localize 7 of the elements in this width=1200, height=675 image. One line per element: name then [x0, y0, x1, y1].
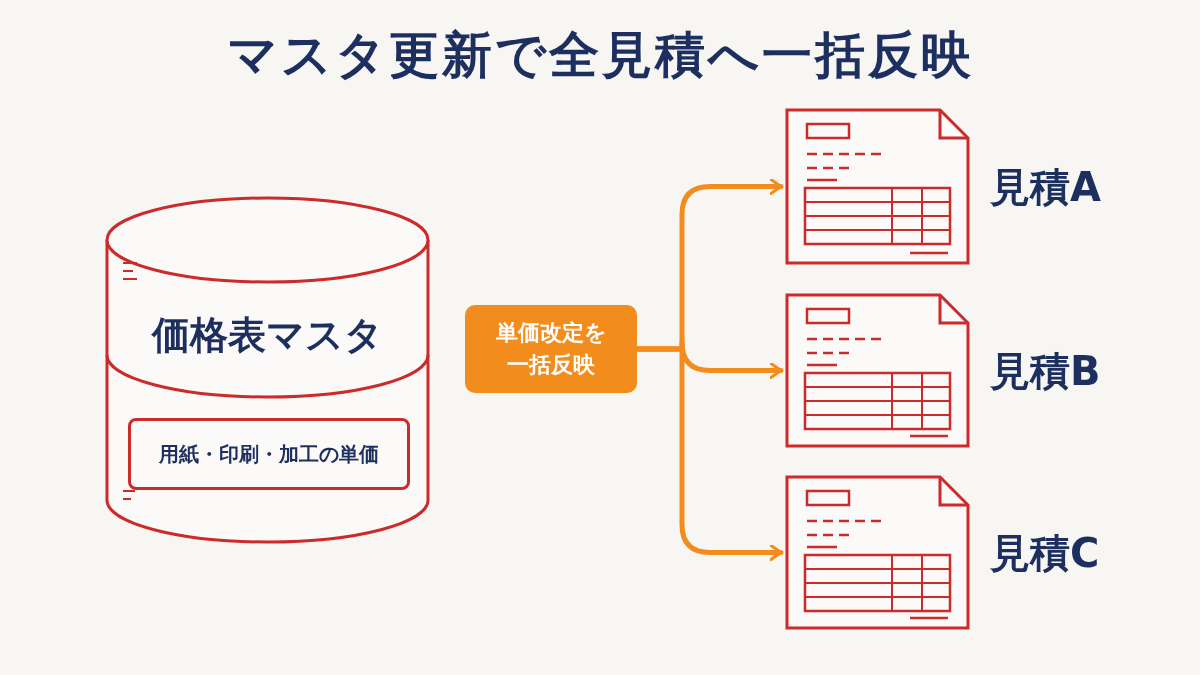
document-label: 見積B: [990, 346, 1101, 395]
title: マスタ更新で全見積へ一括反映: [226, 25, 974, 86]
item-box: 用紙・印刷・加工の単価: [128, 418, 410, 490]
document-label: 見積C: [990, 528, 1100, 577]
document-label: 見積A: [990, 162, 1101, 211]
database-title: 価格表マスタ: [150, 312, 384, 359]
action-box: 単価改定を一括反映: [465, 305, 637, 393]
